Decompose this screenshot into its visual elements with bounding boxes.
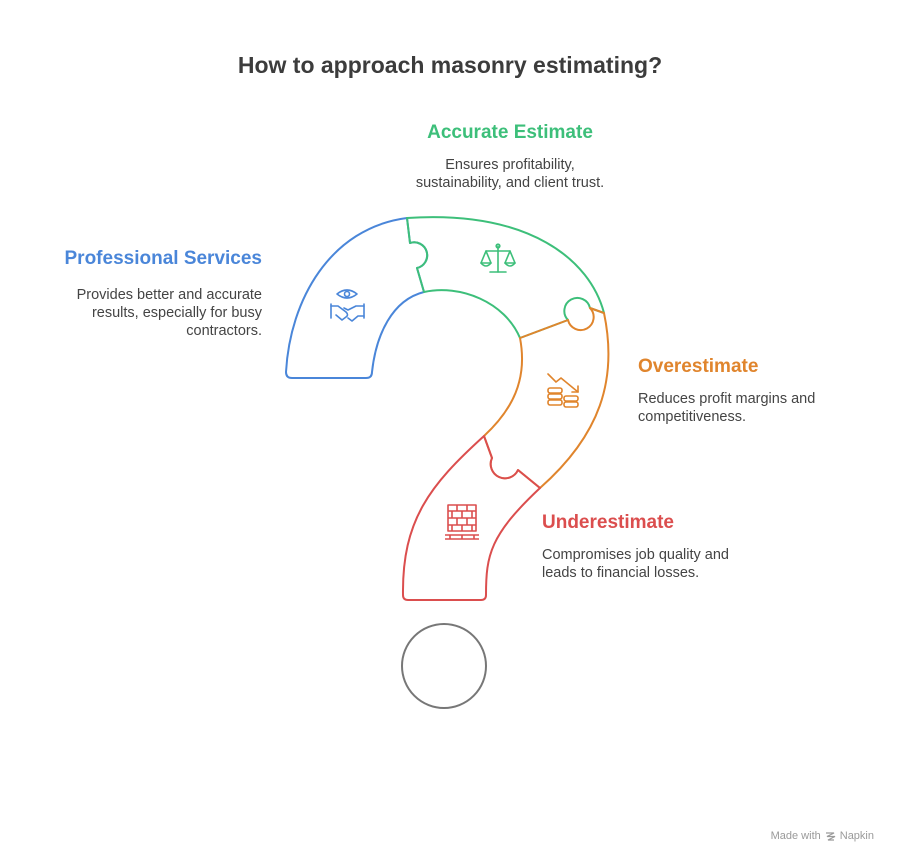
piece-professional-services: [285, 217, 429, 379]
description-line: contractors.: [186, 323, 262, 339]
coins-down-trend-icon: [547, 373, 579, 408]
heading-professional-services: Professional Services: [64, 248, 263, 269]
napkin-logo-icon: [825, 831, 836, 841]
description-line: Ensures profitability,: [445, 157, 575, 173]
made-with-napkin-footer[interactable]: Made with Napkin: [771, 830, 874, 842]
description-accurate-estimate: Ensures profitability, sustainability, a…: [360, 156, 660, 192]
description-line: results, especially for busy: [91, 305, 262, 321]
heading-overestimate: Overestimate: [638, 356, 759, 377]
description-overestimate: Reduces profit margins and competitivene…: [638, 390, 878, 426]
description-line: Provides better and accurate: [76, 287, 262, 303]
heading-accurate-estimate: Accurate Estimate: [427, 122, 593, 143]
description-line: leads to financial losses.: [542, 565, 700, 581]
description-line: competitiveness.: [638, 409, 746, 425]
piece-accurate-estimate: [406, 216, 605, 339]
description-professional-services: Provides better and accurate results, es…: [20, 286, 262, 340]
description-line: sustainability, and client trust.: [415, 175, 605, 191]
heading-underestimate: Underestimate: [542, 512, 674, 533]
balance-scale-icon: [480, 243, 516, 273]
description-underestimate: Compromises job quality and leads to fin…: [542, 546, 842, 582]
question-mark-dot: [401, 623, 487, 709]
piece-underestimate: [401, 435, 541, 601]
brick-wall-icon: [445, 504, 479, 540]
handshake-eye-icon: [330, 289, 365, 322]
description-line: Compromises job quality and: [542, 547, 729, 563]
page-title: How to approach masonry estimating?: [237, 52, 663, 78]
piece-overestimate: [483, 307, 610, 489]
footer-made-with: Made with: [770, 830, 821, 842]
description-line: Reduces profit margins and: [638, 391, 816, 407]
footer-brand: Napkin: [839, 830, 874, 842]
